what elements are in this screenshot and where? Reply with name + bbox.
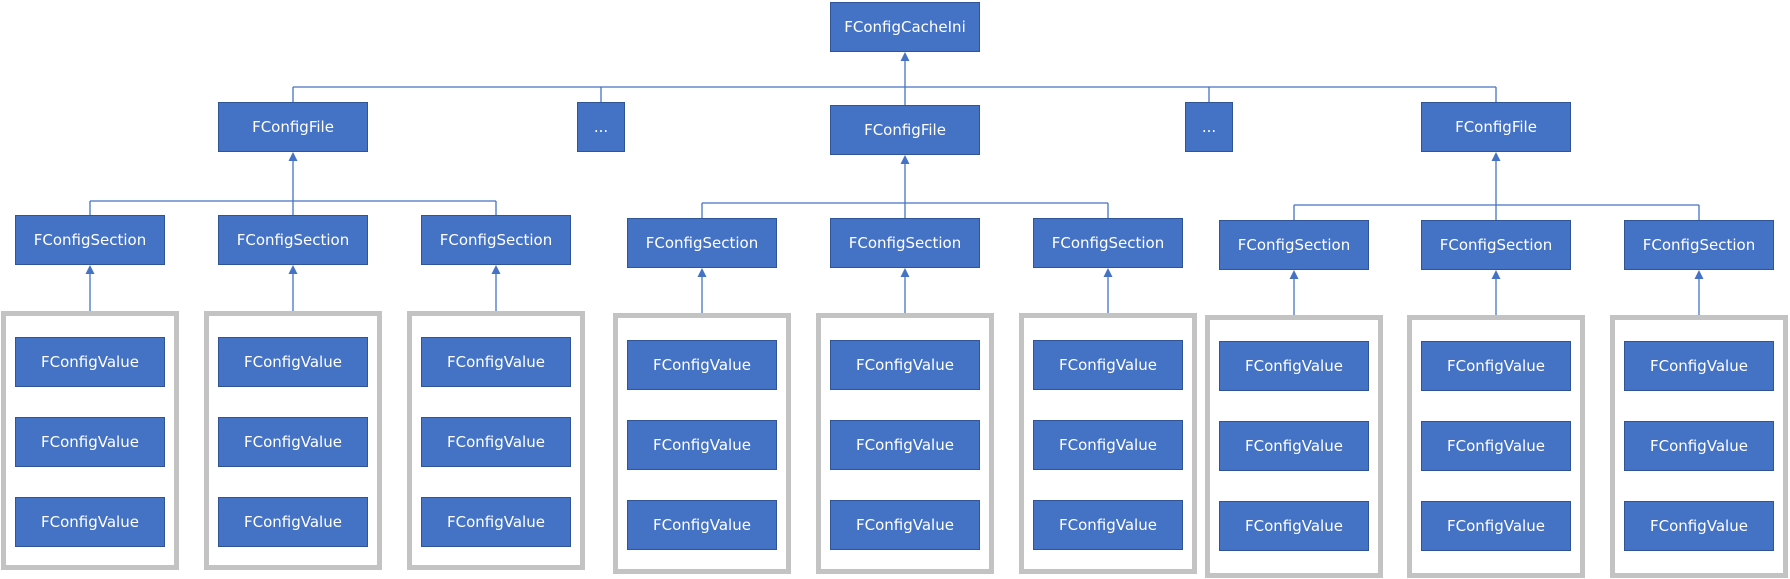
value-node-fconfigvalue: FConfigValue [1624, 421, 1774, 471]
value-node-fconfigvalue: FConfigValue [1421, 421, 1571, 471]
section-arrow-icon [288, 265, 298, 274]
value-node-fconfigvalue: FConfigValue [218, 417, 368, 467]
value-node-fconfigvalue: FConfigValue [1033, 340, 1183, 390]
value-node-fconfigvalue: FConfigValue [421, 497, 571, 547]
value-group-box [816, 313, 994, 574]
file-arrow-icon [1491, 152, 1501, 161]
section-node-fconfigsection: FConfigSection [15, 215, 165, 265]
value-node-fconfigvalue: FConfigValue [218, 497, 368, 547]
value-node-fconfigvalue: FConfigValue [421, 417, 571, 467]
value-group-box [1, 311, 179, 570]
value-node-fconfigvalue: FConfigValue [830, 340, 980, 390]
value-node-fconfigvalue: FConfigValue [1033, 500, 1183, 550]
file-node-fconfigfile: FConfigFile [1421, 102, 1571, 152]
section-arrow-icon [697, 268, 707, 277]
file-node-fconfigfile: FConfigFile [830, 105, 980, 155]
value-node-fconfigvalue: FConfigValue [1219, 501, 1369, 551]
section-arrow-icon [1694, 270, 1704, 279]
value-node-fconfigvalue: FConfigValue [1219, 421, 1369, 471]
section-node-fconfigsection: FConfigSection [627, 218, 777, 268]
value-node-fconfigvalue: FConfigValue [1624, 341, 1774, 391]
value-node-fconfigvalue: FConfigValue [15, 337, 165, 387]
file-arrow-icon [288, 152, 298, 161]
value-node-fconfigvalue: FConfigValue [218, 337, 368, 387]
value-node-fconfigvalue: FConfigValue [627, 340, 777, 390]
value-group-box [613, 313, 791, 574]
value-group-box [1407, 315, 1585, 578]
ellipsis-node: ... [1185, 102, 1233, 152]
value-node-fconfigvalue: FConfigValue [1219, 341, 1369, 391]
value-node-fconfigvalue: FConfigValue [15, 417, 165, 467]
section-arrow-icon [1289, 270, 1299, 279]
section-node-fconfigsection: FConfigSection [1421, 220, 1571, 270]
root-arrow-icon [900, 52, 910, 61]
section-arrow-icon [900, 268, 910, 277]
file-arrow-icon [900, 155, 910, 164]
root-node-fconfigcacheini: FConfigCacheIni [830, 2, 980, 52]
section-arrow-icon [1491, 270, 1501, 279]
value-node-fconfigvalue: FConfigValue [1421, 501, 1571, 551]
value-node-fconfigvalue: FConfigValue [1421, 341, 1571, 391]
value-node-fconfigvalue: FConfigValue [627, 500, 777, 550]
value-node-fconfigvalue: FConfigValue [1624, 501, 1774, 551]
section-node-fconfigsection: FConfigSection [1624, 220, 1774, 270]
section-node-fconfigsection: FConfigSection [1033, 218, 1183, 268]
value-group-box [407, 311, 585, 570]
section-node-fconfigsection: FConfigSection [1219, 220, 1369, 270]
section-arrow-icon [1103, 268, 1113, 277]
section-arrow-icon [491, 265, 501, 274]
value-group-box [1205, 315, 1383, 578]
value-group-box [204, 311, 382, 570]
value-node-fconfigvalue: FConfigValue [830, 420, 980, 470]
value-node-fconfigvalue: FConfigValue [627, 420, 777, 470]
value-node-fconfigvalue: FConfigValue [1033, 420, 1183, 470]
ellipsis-node: ... [577, 102, 625, 152]
value-node-fconfigvalue: FConfigValue [15, 497, 165, 547]
file-node-fconfigfile: FConfigFile [218, 102, 368, 152]
section-node-fconfigsection: FConfigSection [218, 215, 368, 265]
value-node-fconfigvalue: FConfigValue [830, 500, 980, 550]
value-group-box [1019, 313, 1197, 574]
section-arrow-icon [85, 265, 95, 274]
value-group-box [1610, 315, 1788, 578]
section-node-fconfigsection: FConfigSection [830, 218, 980, 268]
section-node-fconfigsection: FConfigSection [421, 215, 571, 265]
value-node-fconfigvalue: FConfigValue [421, 337, 571, 387]
